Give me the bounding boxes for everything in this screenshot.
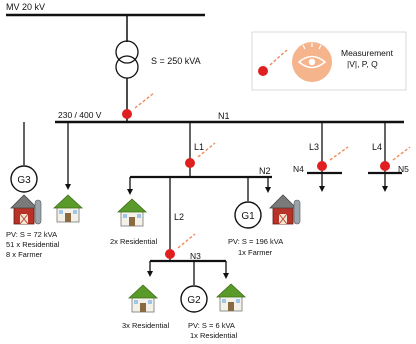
load-arrow-icon: [265, 187, 271, 193]
legend-title: Measurement: [341, 48, 394, 58]
load-arrow-icon: [382, 186, 388, 192]
line-l1-label: L1: [194, 142, 204, 152]
signal-arrow-icon: [392, 146, 411, 161]
load-arrow-icon: [65, 184, 71, 190]
transformer-rating: S = 250 kVA: [151, 56, 201, 66]
load-arrow-icon: [127, 189, 133, 195]
generator-g2-label: G2: [187, 295, 201, 306]
g1-farmer-label: 1x Farmer: [238, 248, 273, 257]
load-arrow-icon: [319, 186, 325, 192]
g3-residential-label: 51 x Residential: [6, 240, 60, 249]
house-icon: [117, 198, 147, 227]
measurement-point-l4: [380, 161, 390, 171]
generator-g3-label: G3: [17, 175, 31, 186]
generator-g1-label: G1: [241, 211, 255, 222]
measurement-point-l2: [165, 249, 175, 259]
signal-arrow-icon: [177, 233, 196, 249]
generator-icon: [10, 165, 38, 193]
node-n3-label: N3: [190, 251, 201, 261]
line-l2-label: L2: [174, 212, 184, 222]
measurement-point-l3: [317, 161, 327, 171]
g3-farmer-label: 8 x Farmer: [6, 250, 43, 259]
barn-icon: [10, 194, 42, 225]
g3-pv-label: PV: S = 72 kVA: [6, 230, 57, 239]
node-n5-label: N5: [398, 164, 409, 174]
g1-pv-label: PV: S = 196 kVA: [228, 237, 283, 246]
legend-subtitle: |V|, P, Q: [347, 59, 378, 69]
n2-residential-label: 2x Residential: [110, 237, 157, 246]
line-l3-label: L3: [309, 142, 319, 152]
signal-arrow-icon: [269, 49, 288, 66]
g2-residential-label: 1x Residential: [190, 331, 237, 340]
g2-pv-label: PV: S = 6 kVA: [188, 321, 235, 330]
measurement-point-l1: [185, 158, 195, 168]
load-arrow-icon: [223, 273, 229, 279]
lv-voltage-label: 230 / 400 V: [58, 110, 102, 120]
generator-icon: [234, 201, 262, 229]
legend-measurement-dot: [258, 66, 268, 76]
house-icon: [128, 284, 158, 313]
line-l4-label: L4: [372, 142, 382, 152]
signal-arrow-icon: [134, 92, 155, 109]
measurement-legend: Measurement |V|, P, Q: [251, 31, 407, 91]
eye-icon: [292, 42, 332, 82]
signal-arrow-icon: [329, 146, 349, 161]
load-arrow-icon: [147, 271, 153, 277]
generator-icon: [180, 285, 208, 313]
mv-voltage-label: MV 20 kV: [6, 2, 45, 12]
house-icon: [53, 194, 83, 223]
node-n1-label: N1: [218, 111, 230, 121]
n3-residential-label: 3x Residential: [122, 321, 169, 330]
measurement-point-transformer: [122, 109, 132, 119]
house-icon: [216, 283, 246, 312]
barn-icon: [269, 194, 301, 225]
node-n2-label: N2: [259, 166, 271, 176]
transformer-icon: [115, 40, 139, 79]
signal-arrow-icon: [197, 142, 216, 158]
node-n4-label: N4: [293, 164, 304, 174]
